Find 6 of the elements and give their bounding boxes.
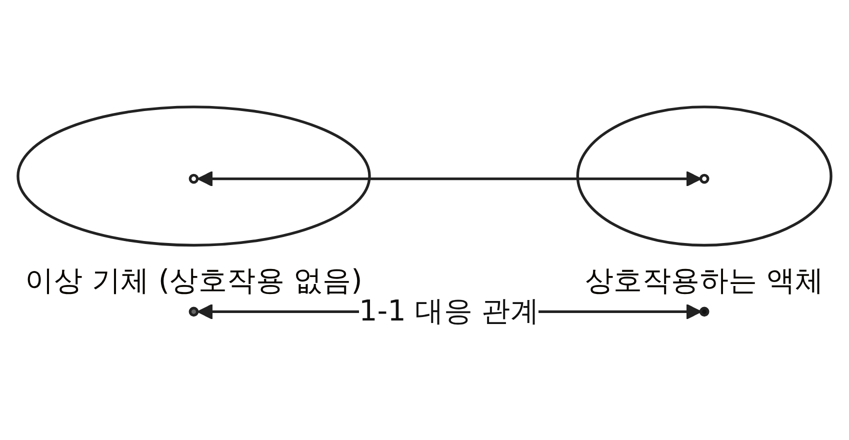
node-circle bbox=[188, 306, 199, 317]
node-label: 상호작용하는 액체 bbox=[584, 263, 824, 298]
node-circle bbox=[699, 174, 710, 184]
arrow bbox=[197, 170, 702, 187]
node-circle bbox=[188, 174, 199, 184]
node-circle bbox=[699, 306, 710, 317]
